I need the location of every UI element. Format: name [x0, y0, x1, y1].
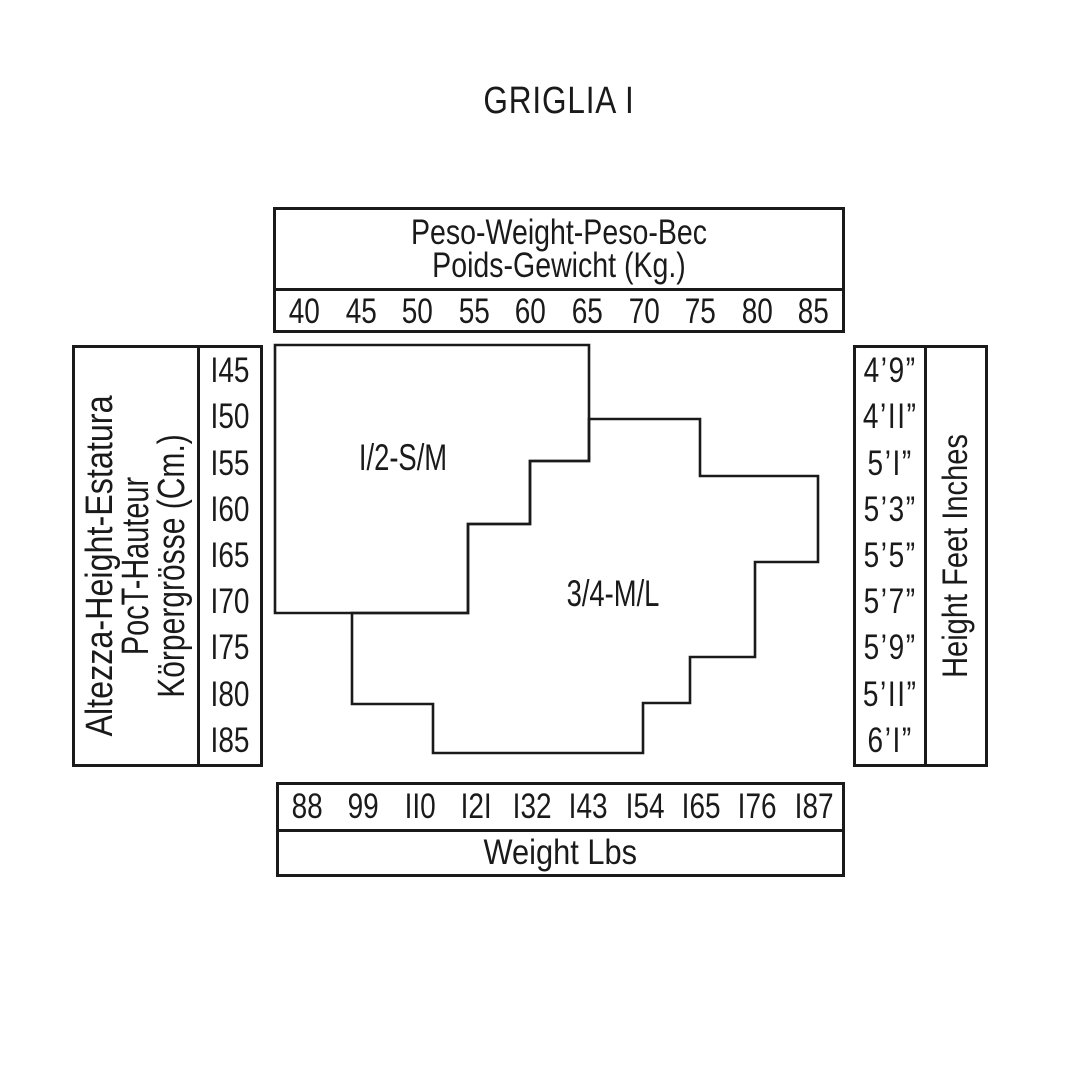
cm-tick: I55 — [210, 443, 250, 483]
lbs-tick: 88 — [291, 787, 323, 826]
region-label-sm: I/2-S/M — [358, 437, 448, 478]
kg-tick: 85 — [798, 292, 830, 331]
ftin-tick: 4’9” — [863, 351, 917, 391]
ftin-tick: 6’I” — [867, 720, 913, 760]
lbs-tick: I32 — [512, 787, 552, 826]
lbs-tick: I87 — [794, 787, 834, 826]
kg-tick: 55 — [458, 292, 490, 331]
weight-lbs-axis-box: 88 99 II0 I2I I32 I43 I54 I65 I76 I87 We… — [276, 782, 845, 877]
weight-kg-values: 40 45 50 55 60 65 70 75 80 85 — [276, 291, 842, 333]
ftin-tick: 5’II” — [862, 674, 918, 714]
height-cm-values: I45 I50 I55 I60 I65 I70 I75 I80 I85 — [200, 348, 260, 764]
kg-tick: 45 — [345, 292, 377, 331]
cm-tick: I50 — [210, 397, 250, 437]
kg-tick: 60 — [515, 292, 547, 331]
cm-tick: I65 — [210, 535, 250, 575]
region-label-ml: 3/4-M/L — [566, 573, 660, 614]
kg-tick: 65 — [571, 292, 603, 331]
lbs-tick: I2I — [460, 787, 492, 826]
height-cm-axis-title: Altezza-Height-Estatura PocT-Hauteur Kör… — [75, 348, 200, 764]
height-cm-axis-box: Altezza-Height-Estatura PocT-Hauteur Kör… — [72, 345, 263, 767]
weight-kg-axis-box: Peso-Weight-Peso-Bec Poids-Gewicht (Kg.)… — [273, 207, 845, 333]
lbs-tick: 99 — [347, 787, 380, 826]
kg-tick: 80 — [741, 292, 773, 331]
chart-title: GRIGLIA I — [483, 80, 635, 122]
cm-tick: I85 — [210, 720, 250, 760]
weight-kg-title-line1: Peso-Weight-Peso-Bec — [411, 213, 707, 252]
cm-tick: I75 — [210, 628, 250, 668]
kg-tick: 70 — [628, 292, 660, 331]
weight-lbs-values: 88 99 II0 I2I I32 I43 I54 I65 I76 I87 — [279, 785, 842, 832]
lbs-tick: I54 — [625, 787, 665, 826]
cm-tick: I80 — [210, 674, 250, 714]
ftin-tick: 5’7” — [863, 582, 917, 622]
lbs-tick: II0 — [404, 787, 436, 826]
weight-lbs-title: Weight Lbs — [279, 832, 842, 874]
ftin-tick: 5’3” — [863, 489, 917, 529]
height-ftin-axis-box: 4’9” 4’II” 5’I” 5’3” 5’5” 5’7” 5’9” 5’II… — [853, 345, 988, 767]
weight-kg-title-line2: Poids-Gewicht (Kg.) — [432, 246, 686, 285]
lbs-tick: I76 — [738, 787, 777, 826]
height-ftin-axis-title: Height Feet Inches — [924, 348, 985, 764]
height-ftin-values: 4’9” 4’II” 5’I” 5’3” 5’5” 5’7” 5’9” 5’II… — [856, 348, 924, 764]
weight-kg-axis-title: Peso-Weight-Peso-Bec Poids-Gewicht (Kg.) — [276, 210, 842, 291]
kg-tick: 75 — [684, 292, 717, 331]
kg-tick: 50 — [401, 292, 434, 331]
cm-tick: I45 — [210, 351, 250, 391]
cm-tick: I60 — [210, 489, 250, 529]
ftin-tick: 5’I” — [867, 443, 913, 483]
kg-tick: 40 — [288, 292, 320, 331]
ftin-tick: 5’5” — [863, 535, 917, 575]
cm-tick: I70 — [210, 582, 250, 622]
ftin-tick: 4’II” — [862, 397, 918, 437]
weight-lbs-title-text: Weight Lbs — [483, 833, 638, 872]
lbs-tick: I43 — [569, 787, 609, 826]
lbs-tick: I65 — [681, 787, 721, 826]
ftin-tick: 5’9” — [863, 628, 917, 668]
